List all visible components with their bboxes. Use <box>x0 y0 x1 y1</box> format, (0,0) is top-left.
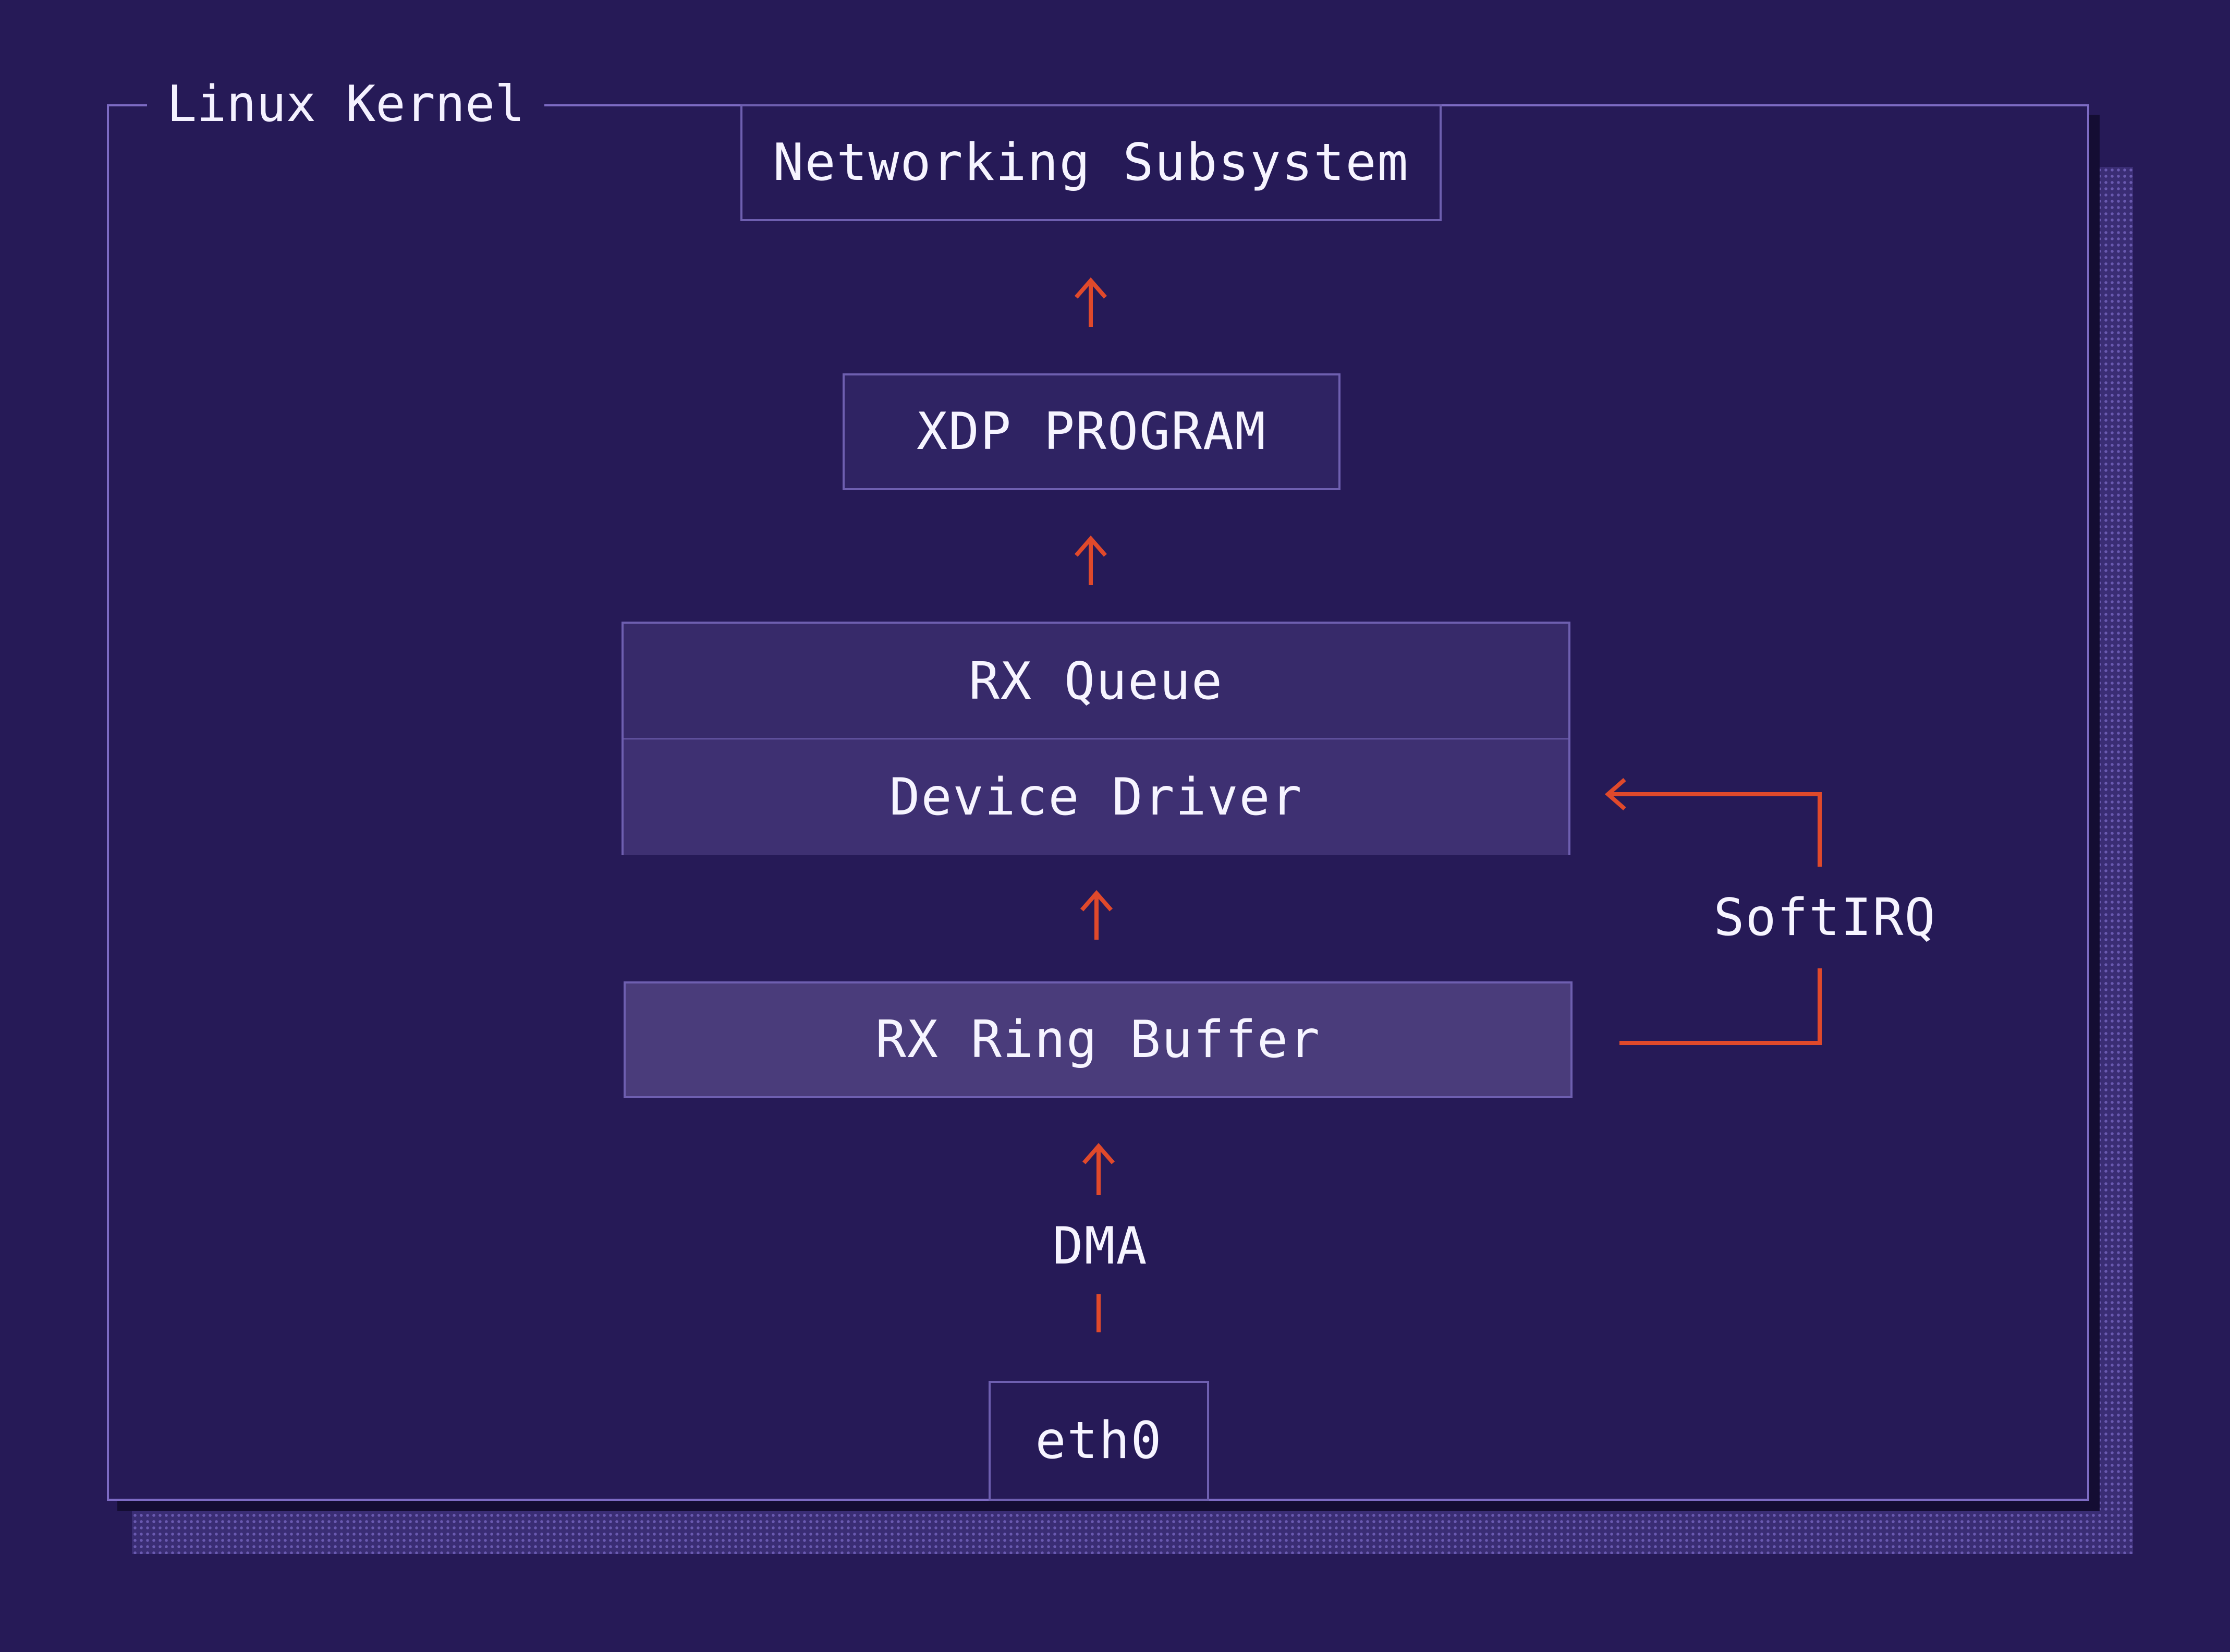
arrow-dma-to-ringbuffer <box>1082 1143 1115 1195</box>
device-driver-box: Device Driver <box>622 738 1570 855</box>
arrow-rxqueue-to-xdp <box>1074 535 1107 585</box>
arrow-ringbuffer-to-driver <box>1080 890 1113 940</box>
xdp-program-box: XDP PROGRAM <box>843 373 1341 490</box>
dma-label: DMA <box>1052 1217 1148 1276</box>
linux-kernel-frame <box>107 104 2089 1501</box>
networking-subsystem-box: Networking Subsystem <box>740 104 1442 221</box>
eth0-box: eth0 <box>989 1381 1209 1501</box>
softirq-label: SoftIRQ <box>1713 888 1936 948</box>
softirq-loop-arrow <box>1604 778 1822 1045</box>
rx-ring-buffer-box: RX Ring Buffer <box>624 981 1573 1098</box>
linux-kernel-label: Linux Kernel <box>147 78 545 130</box>
arrow-xdp-to-networking <box>1074 277 1107 327</box>
